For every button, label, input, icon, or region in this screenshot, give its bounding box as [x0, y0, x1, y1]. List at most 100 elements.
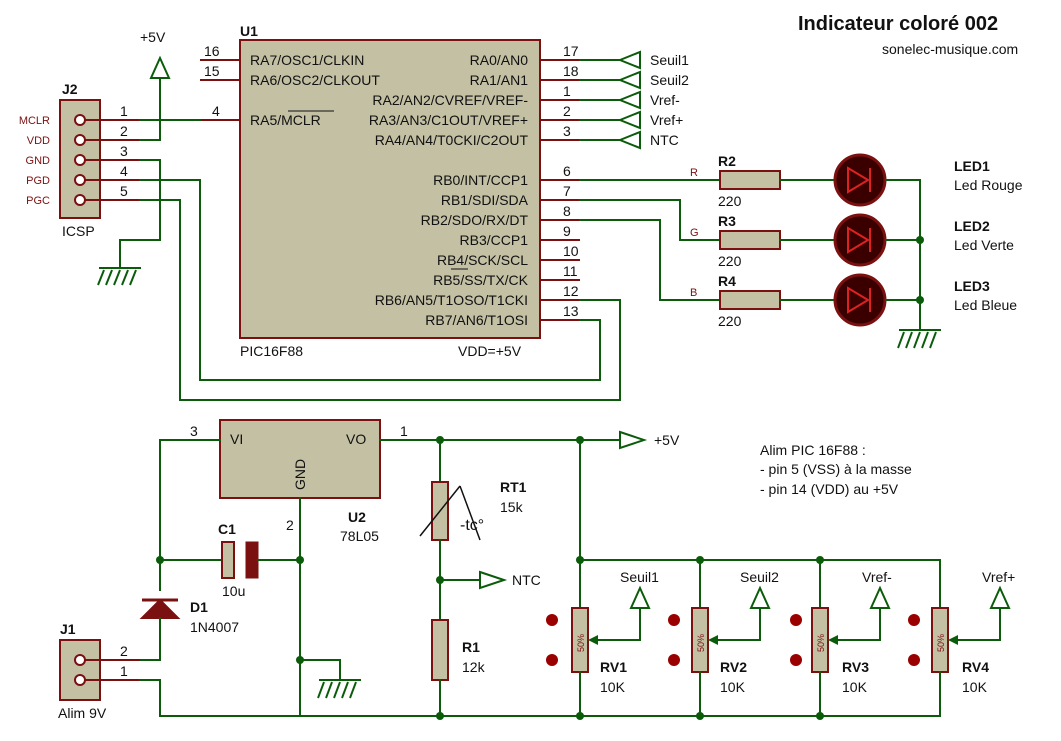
wiper-arrow-icon	[588, 635, 598, 645]
j2-pin-num: 5	[120, 183, 128, 199]
wiper-arrow-icon	[708, 635, 718, 645]
pin-number: 9	[563, 223, 571, 239]
r3-ref: R3	[718, 213, 736, 229]
j1-body	[59, 639, 101, 701]
led1-desc: Led Rouge	[954, 177, 1023, 193]
ground-icon	[317, 679, 361, 699]
j1-ref: J1	[60, 621, 76, 637]
led2-desc: Led Verte	[954, 237, 1014, 253]
net-label: R	[690, 167, 698, 179]
website: sonelec-musique.com	[882, 41, 1018, 57]
rv2: 50% Seuil2 RV2 10K	[668, 559, 779, 717]
led2-icon	[833, 213, 887, 267]
title: Indicateur coloré 002	[798, 13, 998, 35]
pin-name: RB7/AN6/T1OSI	[425, 312, 528, 328]
pin-number: 2	[563, 103, 571, 119]
j2-icsp: +5V J2 ICSP 1 2 3 4 5 MCLR VDD GND PGD P…	[19, 29, 621, 401]
ground-icon	[897, 329, 941, 349]
led-section: R G B R2 R3 R4 220 220 220	[579, 153, 1023, 349]
rt1-label: -tc°	[460, 517, 484, 534]
pin-number: 11	[563, 263, 578, 279]
c1-value: 10u	[222, 583, 245, 599]
pin-name: RB1/SDI/SDA	[441, 192, 529, 208]
d1-ref: D1	[190, 599, 208, 615]
rv1-value: 10K	[600, 679, 626, 695]
pin-name: RA1/AN1	[470, 72, 529, 88]
diode-icon	[139, 598, 181, 619]
u1-vdd: VDD=+5V	[458, 343, 522, 359]
ntc-out-label: NTC	[512, 572, 541, 588]
u1-left-pin-1: 16 RA7/OSC1/CLKIN	[200, 43, 364, 68]
notes: Alim PIC 16F88 : - pin 5 (VSS) à la mass…	[760, 442, 912, 497]
pin-number: 15	[204, 63, 220, 79]
led3-ref: LED3	[954, 278, 990, 294]
r1-value: 12k	[462, 659, 486, 675]
rv3-out: Vref-	[862, 569, 892, 585]
rv2-pos: 50%	[696, 634, 706, 652]
r2-value: 220	[718, 193, 742, 209]
rv3-ref: RV3	[842, 659, 869, 675]
rv3: 50% Vref- RV3 10K	[790, 559, 892, 717]
j2-pin-label: PGC	[26, 195, 50, 207]
j2-name: ICSP	[62, 223, 95, 239]
u2-gnd: GND	[292, 459, 308, 490]
rv4: 50% Vref+ RV4 10K	[908, 559, 1015, 717]
adjust-dot-icon	[908, 614, 920, 626]
pin-number: 1	[563, 83, 571, 99]
terminal-seuil1: Seuil1	[650, 52, 689, 68]
power-supply: VI VO GND U2 78L05 3 1 2 +5V	[58, 419, 941, 721]
pin-number: 13	[563, 303, 579, 319]
rv4-out: Vref+	[982, 569, 1015, 585]
power-arrow-icon	[149, 55, 171, 79]
pin-number: 10	[563, 243, 579, 259]
u1-body	[239, 39, 541, 339]
pin-number: 12	[563, 283, 579, 299]
d1-value: 1N4007	[190, 619, 239, 635]
u2-pin-gnd: 2	[286, 517, 294, 533]
adjust-dot-icon	[546, 654, 558, 666]
u1-left-pin-2: 15 RA6/OSC2/CLKOUT	[200, 63, 380, 88]
plus5v-label: +5V	[140, 29, 166, 45]
rv1-ref: RV1	[600, 659, 627, 675]
pin-number: 4	[212, 103, 220, 119]
rv3-value: 10K	[842, 679, 868, 695]
pin-name: RB4/SCK/SCL	[437, 252, 528, 268]
u2-vo: VO	[346, 431, 366, 447]
c1-ref: C1	[218, 521, 236, 537]
u2-pin-vi: 3	[190, 423, 198, 439]
pin-number: 16	[204, 43, 220, 59]
u2-pin-vo: 1	[400, 423, 408, 439]
rv4-value: 10K	[962, 679, 988, 695]
u1-part: PIC16F88	[240, 343, 303, 359]
note-line: - pin 5 (VSS) à la masse	[760, 461, 912, 477]
u1-left-pin-3: 4 RA5/MCLR	[200, 103, 334, 128]
rv1: 50% Seuil1 RV1 10K	[546, 569, 659, 717]
r2-body	[719, 170, 781, 190]
u2-part: 78L05	[340, 528, 379, 544]
j2-pin-num: 1	[120, 103, 128, 119]
pin-number: 6	[563, 163, 571, 179]
pin-number: 3	[563, 123, 571, 139]
u1-right-pins: 17 18 1 2 3 6 7 8 9 10 11 12 13 RA0/AN0 …	[369, 43, 580, 328]
rv2-out: Seuil2	[740, 569, 779, 585]
r4-ref: R4	[718, 273, 736, 289]
wiper-arrow-icon	[828, 635, 838, 645]
led1-ref: LED1	[954, 158, 990, 174]
pin-name: RB2/SDO/RX/DT	[421, 212, 529, 228]
led1-icon	[833, 153, 887, 207]
r4-body	[719, 290, 781, 310]
r4-value: 220	[718, 313, 742, 329]
j1-pin1: 1	[120, 663, 128, 679]
u1-pic16f88: U1 PIC16F88 VDD=+5V 16 RA7/OSC1/CLKIN 15…	[200, 23, 580, 359]
pin-name: RB5/SS/TX/CK	[433, 272, 529, 288]
output-arrow-icon	[479, 570, 508, 590]
rv1-out: Seuil1	[620, 569, 659, 585]
pin-name: RB6/AN5/T1OSO/T1CKI	[375, 292, 528, 308]
pin-name: RA4/AN4/T0CKI/C2OUT	[375, 132, 529, 148]
u2-vi: VI	[230, 431, 243, 447]
terminal-vref-plus: Vref+	[650, 112, 683, 128]
adjust-dot-icon	[546, 614, 558, 626]
rv4-ref: RV4	[962, 659, 989, 675]
adjust-dot-icon	[790, 614, 802, 626]
output-arrow-icon	[989, 585, 1011, 609]
